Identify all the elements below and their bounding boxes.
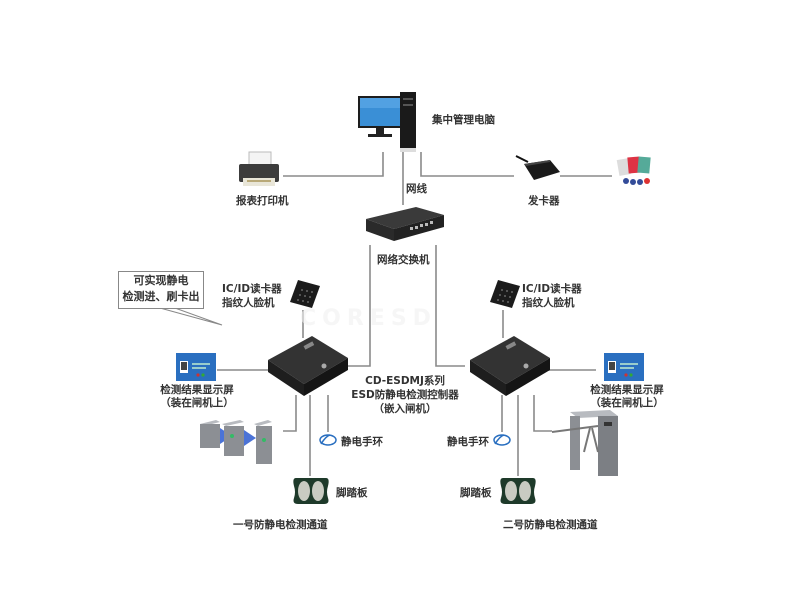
card-issuer-icon — [515, 155, 560, 180]
rfid-cards — [612, 155, 662, 193]
right-foot-plate-label: 脚踏板 — [460, 487, 492, 499]
wrist-strap-icon — [319, 434, 337, 446]
wire-pc-card-issuer — [420, 152, 514, 177]
wire-switch-right-controller — [435, 245, 465, 367]
callout-line1: 可实现静电 — [133, 274, 189, 287]
controller-caption: CD-ESDMJ系列 ESD防静电检测控制器 （嵌入闸机） — [351, 375, 459, 415]
foot-plate-icon — [500, 478, 536, 504]
left-foot-plate-label: 脚踏板 — [336, 487, 368, 499]
printer-icon — [239, 151, 279, 186]
right-foot-plate[interactable] — [499, 476, 537, 510]
report-printer[interactable] — [235, 150, 283, 194]
right-reader-label: IC/ID读卡器 指纹人脸机 — [522, 283, 582, 309]
right-card-reader[interactable] — [490, 278, 522, 314]
left-flap-gate[interactable] — [198, 414, 278, 470]
left-esd-controller[interactable] — [268, 336, 348, 402]
printer-label: 报表打印机 — [236, 195, 289, 207]
controller-box-icon — [268, 336, 348, 396]
switch-label: 网络交换机 — [377, 254, 430, 266]
right-esd-controller[interactable] — [470, 336, 550, 402]
left-wrist-strap-label: 静电手环 — [341, 436, 383, 448]
right-display-label: 检测结果显示屏 （装在闸机上） — [590, 384, 664, 409]
keypad-reader-icon — [290, 280, 320, 308]
watermark: CORESD — [300, 306, 437, 331]
right-tripod-turnstile[interactable] — [551, 408, 622, 482]
wire-left-gate — [283, 395, 297, 432]
wrist-strap-icon — [493, 434, 511, 446]
wire-pc-printer — [283, 152, 384, 177]
right-lane-title: 二号防静电检测通道 — [503, 519, 598, 531]
left-wrist-strap[interactable] — [318, 432, 338, 452]
keypad-reader-icon — [490, 280, 520, 308]
desktop-computer-icon — [358, 92, 416, 152]
rfid-cards-icon — [616, 156, 651, 185]
callout-line2: 检测进、刷卡出 — [122, 290, 200, 303]
tripod-turnstile-icon — [551, 410, 618, 476]
left-lane-title: 一号防静电检测通道 — [233, 519, 328, 531]
network-switch[interactable] — [366, 205, 444, 251]
card-issuer-label: 发卡器 — [528, 195, 560, 207]
feature-callout: 可实现静电 检测进、刷卡出 — [118, 271, 204, 309]
controller-box-icon — [470, 336, 550, 396]
foot-plate-icon — [293, 478, 329, 504]
right-wrist-strap-label: 静电手环 — [447, 436, 489, 448]
central-pc-label: 集中管理电脑 — [432, 114, 495, 126]
card-issuer[interactable] — [514, 152, 562, 188]
left-display-label: 检测结果显示屏 （装在闸机上） — [160, 384, 234, 409]
wire-switch-left-controller — [343, 245, 371, 367]
network-switch-icon — [366, 207, 444, 241]
network-cable-label: 网线 — [406, 183, 427, 195]
central-pc[interactable] — [356, 90, 418, 158]
left-foot-plate[interactable] — [292, 476, 330, 510]
left-card-reader[interactable] — [290, 278, 322, 314]
result-screen-icon — [176, 353, 216, 381]
right-wrist-strap[interactable] — [492, 432, 512, 452]
right-result-display — [604, 353, 644, 385]
left-result-display — [176, 353, 216, 385]
left-reader-label: IC/ID读卡器 指纹人脸机 — [222, 283, 282, 309]
result-screen-icon — [604, 353, 644, 381]
wire-right-gate — [533, 395, 552, 432]
flap-barrier-gate-icon — [200, 420, 272, 464]
